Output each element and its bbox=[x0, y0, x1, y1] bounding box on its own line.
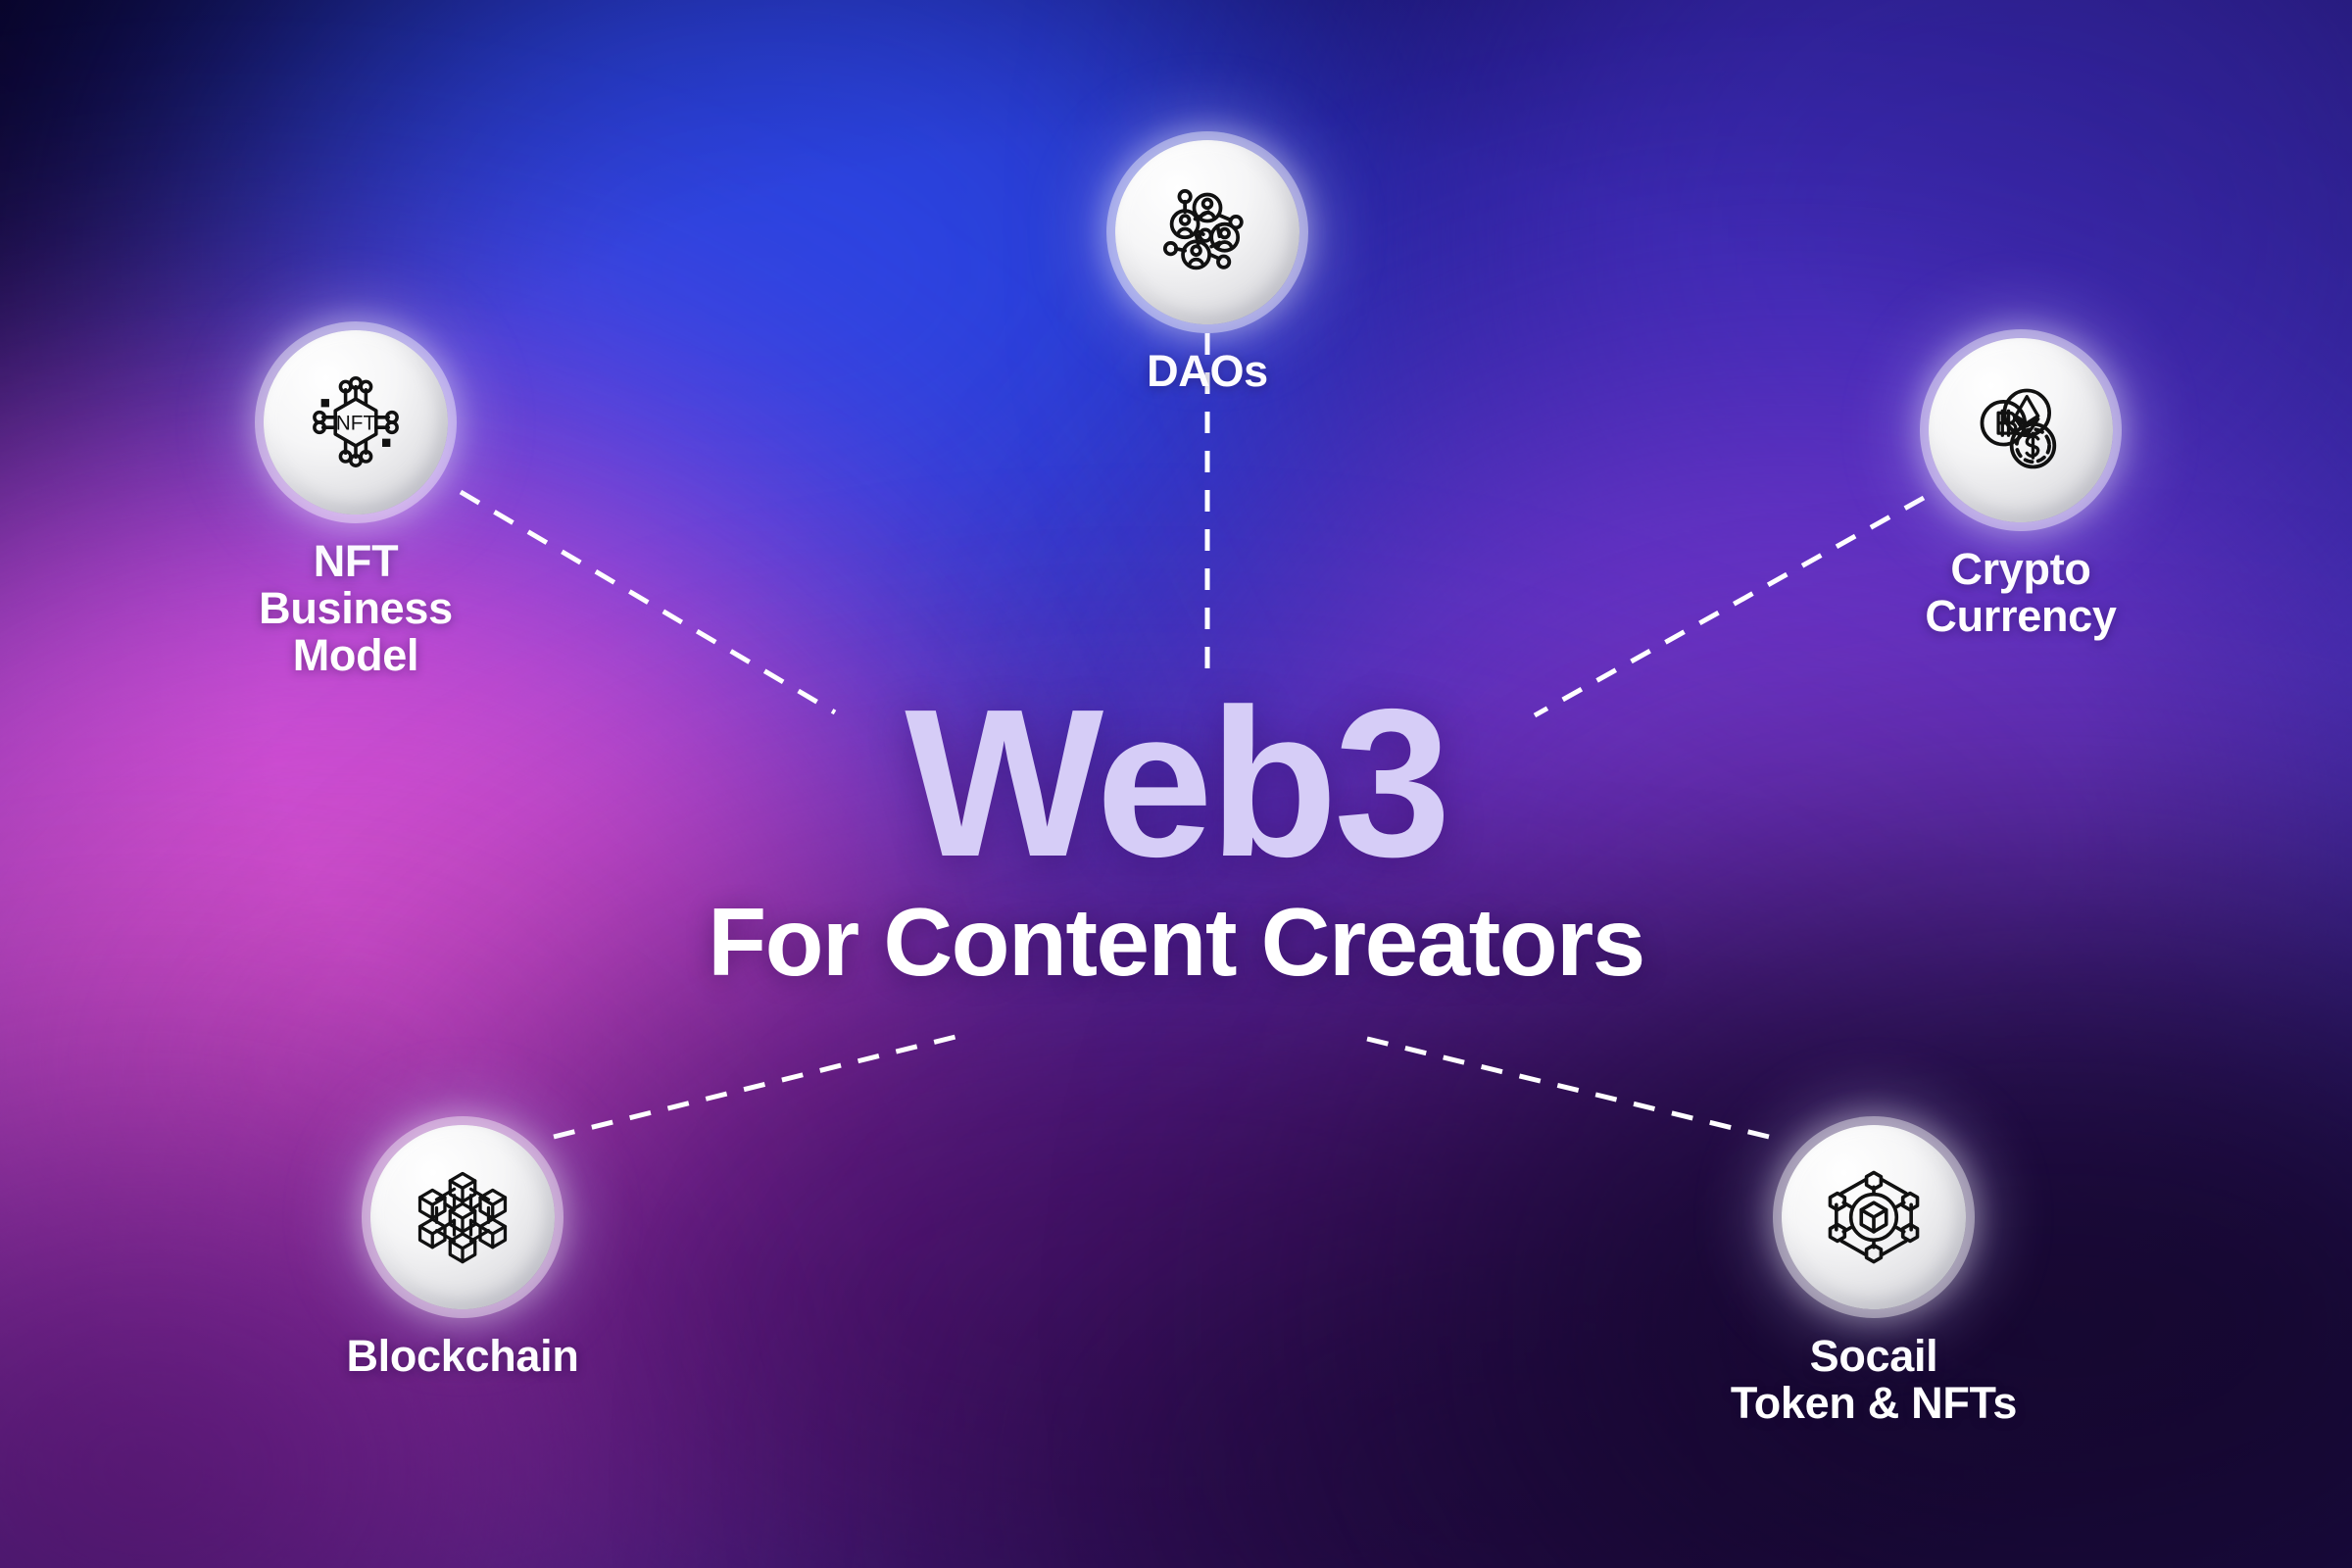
hexagon-node-cube-icon bbox=[1828, 1170, 1920, 1264]
nft-hexagon-chip-icon: NFT bbox=[313, 375, 399, 467]
node-label-nft: NFT Business Model bbox=[259, 536, 453, 681]
node-daos[interactable]: DAOs bbox=[982, 140, 1433, 395]
svg-text:NFT: NFT bbox=[336, 412, 376, 434]
crypto-coins-icon bbox=[1980, 388, 2057, 469]
node-label-social: Socail Token & NFTs bbox=[1730, 1331, 2018, 1429]
daos-badge[interactable] bbox=[1115, 140, 1299, 324]
node-crypto[interactable]: Crypto Currency bbox=[1795, 338, 2246, 640]
node-blockchain[interactable]: Blockchain bbox=[237, 1125, 688, 1380]
crypto-badge[interactable] bbox=[1929, 338, 2113, 522]
node-nft[interactable]: NFT NFT Business Model bbox=[130, 330, 581, 679]
blockchain-badge[interactable] bbox=[370, 1125, 555, 1309]
nft-badge[interactable]: NFT bbox=[264, 330, 448, 514]
connector-social bbox=[1366, 1036, 1770, 1140]
node-label-crypto: Crypto Currency bbox=[1925, 544, 2117, 642]
node-label-blockchain: Blockchain bbox=[346, 1331, 579, 1381]
people-network-icon bbox=[1162, 189, 1244, 270]
connector-crypto bbox=[1533, 495, 1926, 718]
social-token-badge[interactable] bbox=[1782, 1125, 1966, 1309]
node-label-daos: DAOs bbox=[1147, 346, 1268, 396]
cube-lattice-icon bbox=[417, 1171, 508, 1264]
node-social[interactable]: Socail Token & NFTs bbox=[1648, 1125, 2099, 1427]
connector-blockchain bbox=[553, 1034, 956, 1140]
connector-nft bbox=[459, 489, 837, 715]
